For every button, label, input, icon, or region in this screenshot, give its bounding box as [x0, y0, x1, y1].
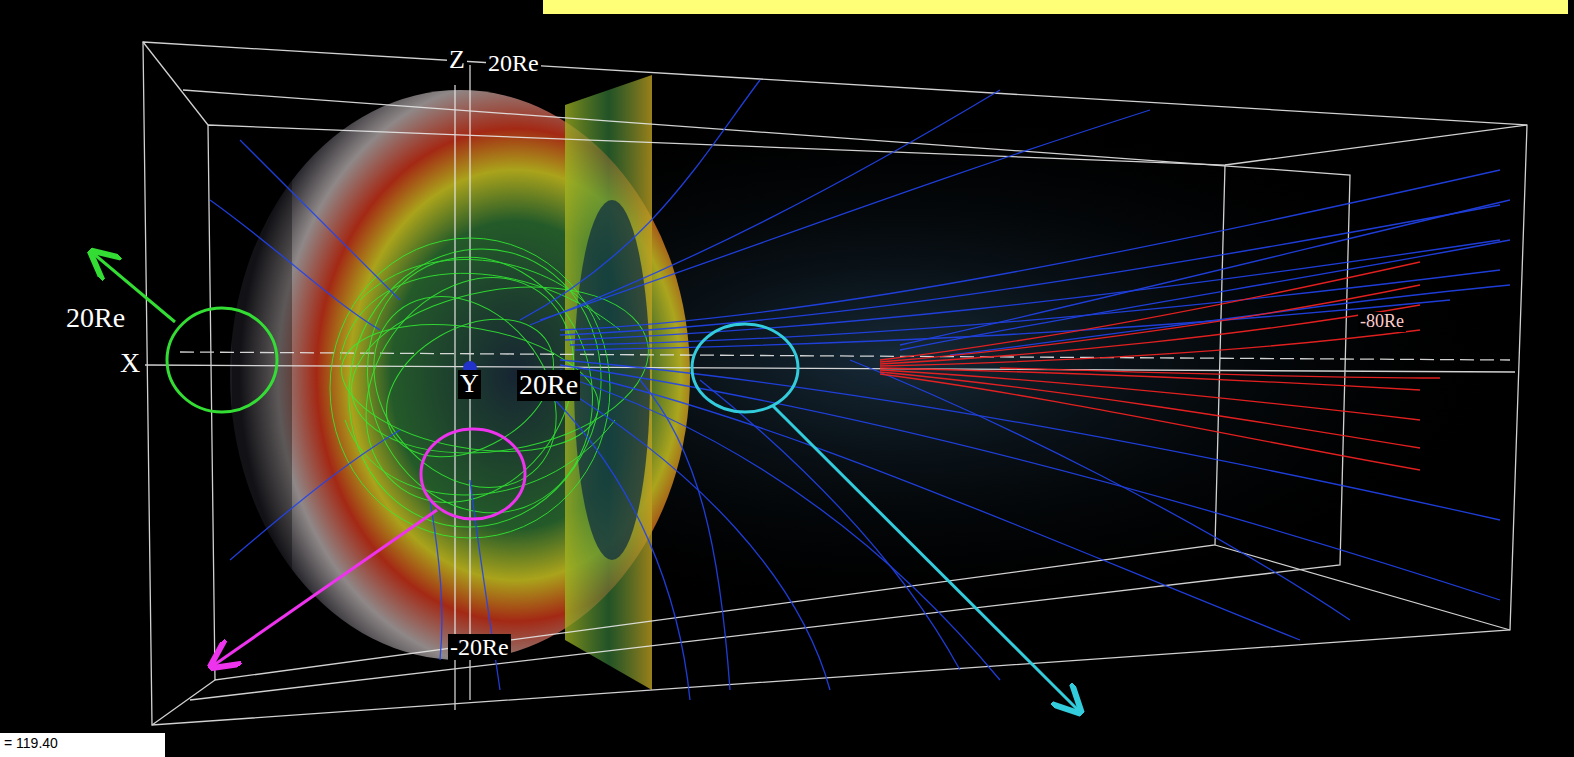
axis-letter: Z: [447, 46, 467, 75]
axis-value: 20Re: [517, 370, 580, 401]
axis-letter: Y: [458, 370, 481, 399]
axis-value: -20Re: [448, 634, 511, 660]
time-readout: = 119.40: [2, 736, 60, 751]
axis-value: 20Re: [486, 50, 541, 76]
axis-letter: X: [118, 348, 142, 379]
axis-value: -80Re: [1358, 312, 1406, 332]
axis-value: 20Re: [64, 303, 127, 334]
